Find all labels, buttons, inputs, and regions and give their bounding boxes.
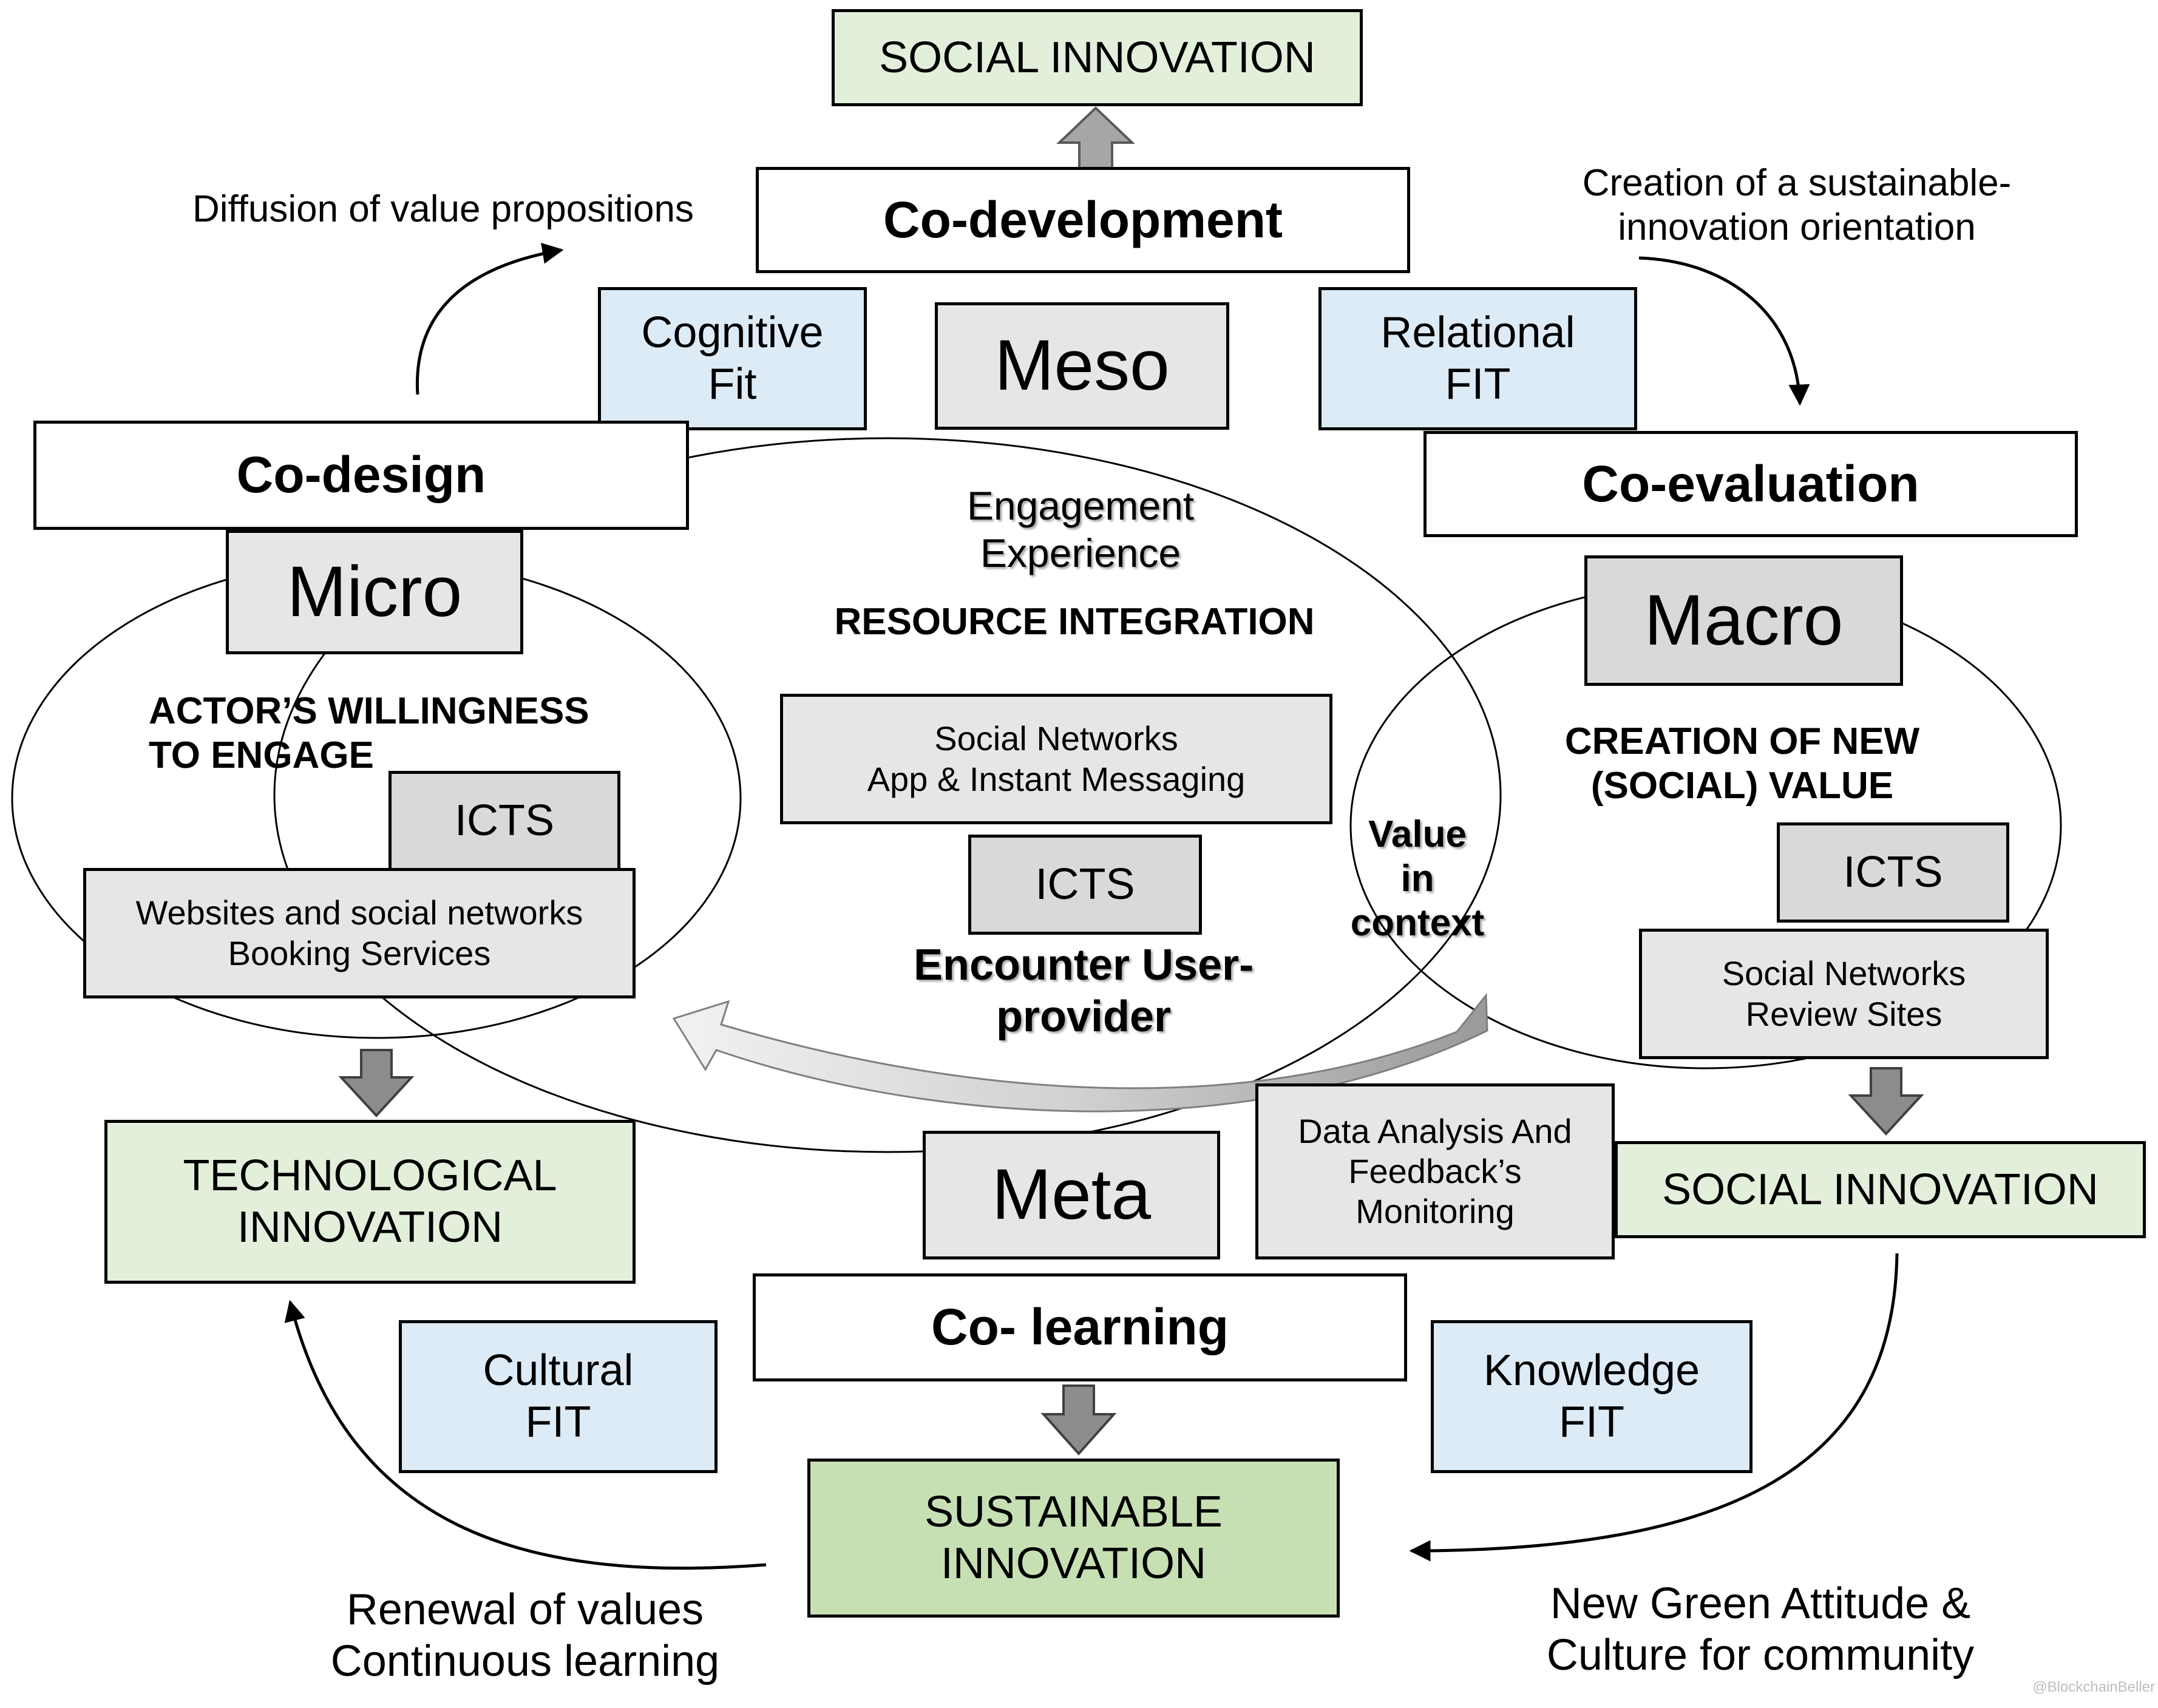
meso-tools-box: Social Networks App & Instant Messaging	[780, 694, 1332, 824]
renewal-values-label: Renewal of values Continuous learning	[330, 1585, 720, 1686]
watermark: @BlockchainBeller	[2032, 1679, 2155, 1695]
meso-level-label: Meso	[994, 325, 1170, 406]
actors-willingness-label: ACTOR’S WILLINGNESS TO ENGAGE	[149, 690, 589, 777]
macro-tools-box: Social Networks Review Sites	[1639, 929, 2049, 1059]
macro-icts-label: ICTS	[1843, 848, 1943, 897]
orientation-curved-arrow	[1638, 256, 1810, 406]
co-evaluation-label: Co-evaluation	[1582, 455, 1919, 512]
right-social-innovation-box: SOCIAL INNOVATION	[1615, 1141, 2146, 1238]
micro-tools-box: Websites and social networks Booking Ser…	[83, 868, 636, 998]
meta-level-label: Meta	[991, 1154, 1152, 1235]
diffusion-curved-arrow	[415, 243, 564, 395]
value-in-context-swoosh	[672, 992, 1488, 1113]
co-learning-box: Co- learning	[753, 1273, 1407, 1381]
resource-integration-label: RESOURCE INTEGRATION	[834, 601, 1315, 643]
micro-down-block-arrow	[338, 1049, 415, 1117]
cognitive-fit-box: Cognitive Fit	[598, 287, 867, 430]
data-analysis-box: Data Analysis And Feedback’s Monitoring	[1255, 1083, 1615, 1259]
data-analysis-label: Data Analysis And Feedback’s Monitoring	[1298, 1111, 1572, 1231]
orientation-label: Creation of a sustainable- innovation or…	[1582, 162, 2012, 249]
technological-innovation-box: TECHNOLOGICAL INNOVATION	[104, 1120, 636, 1284]
meso-icts-label: ICTS	[1035, 860, 1135, 909]
green-attitude-curved-arrow	[1409, 1253, 1899, 1562]
co-learning-down-block-arrow	[1040, 1384, 1117, 1456]
co-design-box: Co-design	[33, 421, 689, 530]
cultural-fit-label: Cultural FIT	[483, 1346, 634, 1446]
micro-level-box: Micro	[226, 530, 523, 654]
co-development-up-block-arrow	[1056, 106, 1136, 171]
top-social-innovation-label: SOCIAL INNOVATION	[879, 33, 1315, 82]
co-development-label: Co-development	[883, 191, 1283, 248]
micro-icts-box: ICTS	[389, 771, 620, 871]
right-social-innovation-label: SOCIAL INNOVATION	[1662, 1165, 2099, 1214]
relational-fit-box: Relational FIT	[1318, 287, 1637, 430]
knowledge-fit-box: Knowledge FIT	[1431, 1320, 1753, 1473]
renewal-curved-arrow	[284, 1300, 767, 1570]
cognitive-fit-label: Cognitive Fit	[641, 308, 824, 408]
macro-icts-box: ICTS	[1777, 822, 2009, 923]
encounter-user-provider-label: Encounter User- provider	[913, 941, 1254, 1041]
co-development-box: Co-development	[756, 167, 1410, 273]
meso-level-box: Meso	[935, 302, 1229, 430]
value-in-context-label: Value in context	[1350, 813, 1485, 944]
meso-ellipse	[273, 437, 1502, 1153]
relational-fit-label: Relational FIT	[1380, 308, 1575, 408]
meta-level-box: Meta	[923, 1131, 1220, 1259]
cultural-fit-box: Cultural FIT	[399, 1320, 718, 1473]
meso-tools-label: Social Networks App & Instant Messaging	[867, 719, 1246, 798]
sustainable-innovation-label: SUSTAINABLE INNOVATION	[925, 1488, 1223, 1588]
top-social-innovation-box: SOCIAL INNOVATION	[832, 9, 1363, 106]
engagement-experience-label: Engagement Experience	[966, 483, 1195, 575]
green-attitude-label: New Green Attitude & Culture for communi…	[1546, 1579, 1975, 1679]
micro-level-label: Micro	[287, 551, 463, 632]
technological-innovation-label: TECHNOLOGICAL INNOVATION	[183, 1151, 557, 1252]
macro-tools-label: Social Networks Review Sites	[1722, 954, 1966, 1033]
meso-icts-box: ICTS	[968, 835, 1202, 935]
macro-down-block-arrow	[1848, 1067, 1924, 1136]
micro-icts-label: ICTS	[454, 796, 554, 846]
co-evaluation-box: Co-evaluation	[1423, 431, 2078, 537]
sustainable-innovation-box: SUSTAINABLE INNOVATION	[807, 1459, 1340, 1618]
knowledge-fit-label: Knowledge FIT	[1483, 1346, 1700, 1446]
co-design-label: Co-design	[236, 446, 486, 504]
diffusion-label: Diffusion of value propositions	[192, 188, 694, 230]
micro-tools-label: Websites and social networks Booking Ser…	[135, 893, 583, 972]
macro-level-box: Macro	[1584, 555, 1903, 686]
creation-new-value-label: CREATION OF NEW (SOCIAL) VALUE	[1564, 720, 1920, 807]
macro-level-label: Macro	[1644, 580, 1844, 660]
co-learning-label: Co- learning	[931, 1298, 1229, 1356]
